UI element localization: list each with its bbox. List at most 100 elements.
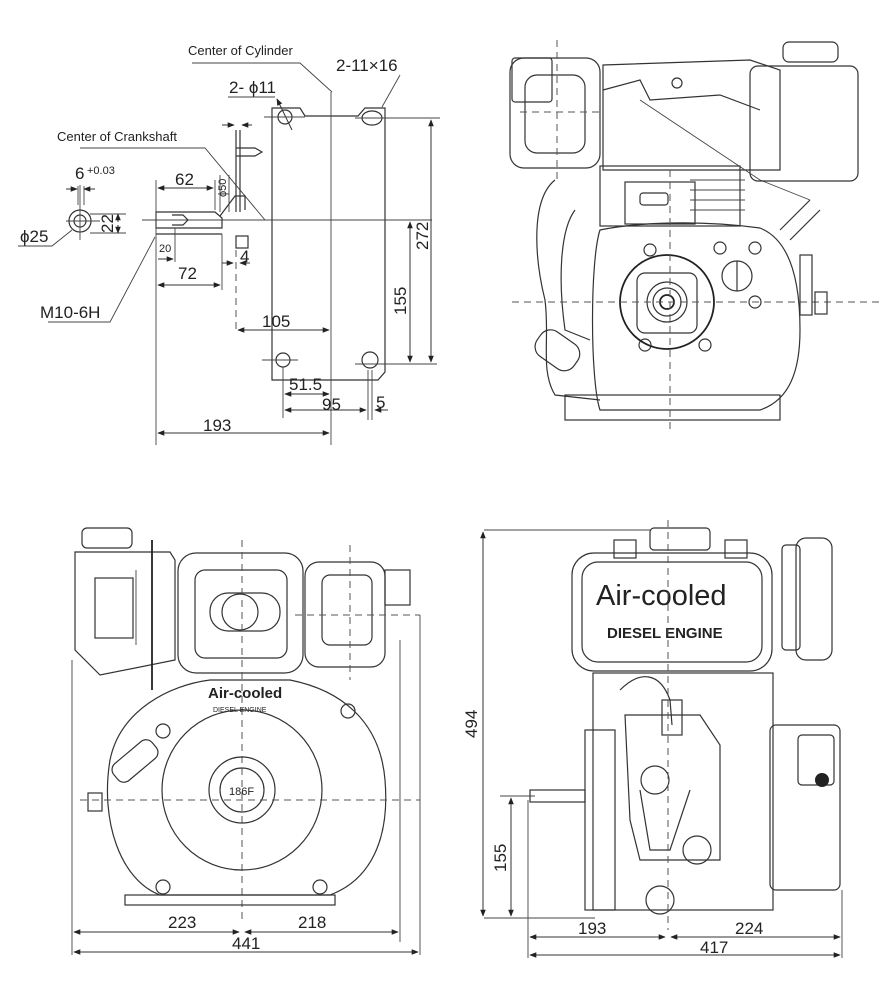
housing-bolt (340, 703, 356, 719)
rear-tank-title: Air-cooled (596, 580, 727, 612)
label-key-tolerance: +0.03 (87, 165, 115, 177)
muffler-outlet (384, 569, 411, 606)
side-fuel-tank (74, 551, 176, 676)
boss (748, 295, 762, 309)
rear-fuel-cap (649, 527, 711, 551)
label-center-of-cylinder: Center of Cylinder (188, 43, 293, 58)
boss (748, 241, 762, 255)
label-center-of-crankshaft: Center of Crankshaft (57, 129, 177, 144)
air-filter-inner (524, 74, 586, 154)
side-base (124, 894, 336, 906)
fuel-gauge-window (94, 577, 134, 639)
mounting-plate (271, 107, 386, 381)
label-shaft-diameter: ϕ25 (20, 227, 48, 246)
label-key-height: 22 (98, 214, 117, 233)
rear-flange (584, 729, 616, 911)
air-filter-housing (509, 57, 601, 169)
recoil-hub-inner (219, 767, 265, 813)
dim-193-top: 193 (203, 416, 231, 435)
dim-4: 4 (240, 247, 249, 266)
muffler-inner (321, 574, 373, 646)
rear-view: Air-cooled DIESEL ENGINE 494 155 193 (462, 520, 843, 958)
dim-218: 218 (298, 913, 326, 932)
tank-tab (613, 539, 637, 559)
head-detail (602, 79, 761, 111)
exhaust-pipe (534, 329, 581, 372)
boss (698, 338, 712, 352)
muffler-bracket (781, 544, 801, 651)
shaft-step (219, 195, 246, 217)
dim-5: 5 (376, 393, 385, 412)
boss (643, 243, 657, 257)
label-key-width: 6 (75, 164, 84, 183)
decompression-lever (671, 77, 683, 89)
flange-boss (235, 235, 249, 249)
keyway (172, 214, 189, 226)
oil-drain (645, 885, 675, 915)
dim-223: 223 (168, 913, 196, 932)
tank-tab (724, 539, 748, 559)
label-round-holes: 2- ϕ11 (229, 78, 276, 97)
dim-224: 224 (735, 919, 763, 938)
dim-72: 72 (178, 264, 197, 283)
crankcase (591, 222, 801, 411)
leader-shaft-dia (18, 229, 73, 247)
dim-105: 105 (262, 312, 290, 331)
dim-193-rear: 193 (578, 919, 606, 938)
crankcase-left (536, 179, 601, 401)
dim-272: 272 (413, 222, 432, 250)
fuel-injector (779, 199, 821, 241)
hub-model: 186F (229, 786, 254, 798)
side-badge-title: Air-cooled (208, 685, 282, 702)
flange-edge (235, 130, 241, 212)
side-fuel-cap (81, 527, 133, 549)
rear-body (592, 672, 774, 911)
dim-95: 95 (322, 395, 341, 414)
side-head (177, 552, 304, 674)
leader-round-holes-arrow (276, 98, 293, 131)
leader-center-crankshaft (80, 147, 266, 221)
rear-switch (797, 734, 835, 786)
rear-blower (769, 724, 841, 891)
dim-20: 20 (159, 243, 171, 255)
side-view: Air-cooled DIESEL ENGINE 186F 223 218 44… (71, 527, 421, 955)
fin-slot (639, 192, 669, 206)
boss (713, 241, 727, 255)
label-thread: M10-6H (40, 303, 100, 322)
dim-494: 494 (462, 710, 481, 738)
side-exhaust-elbow (111, 739, 159, 783)
housing-bolt (312, 879, 328, 895)
fuel-pipe (639, 99, 811, 201)
crankcase-cavity (560, 209, 591, 341)
label-phi50: ϕ50 (217, 179, 229, 197)
dim-51-5: 51.5 (289, 375, 322, 394)
rear-tank-inner (581, 561, 763, 663)
pump-port (640, 765, 670, 795)
side-bolt (87, 792, 103, 812)
fan-cover (161, 709, 323, 871)
fuel-tank (749, 65, 859, 182)
governor-rod (799, 254, 813, 316)
side-bolt (814, 291, 828, 315)
dim-62: 62 (175, 170, 194, 189)
air-filter-cap (511, 57, 553, 103)
front-view (509, 40, 880, 430)
leader-slot-holes (381, 74, 401, 108)
leader-thread (48, 236, 156, 323)
dim-155-top: 155 (391, 287, 410, 315)
rear-muffler (795, 537, 833, 661)
rear-fuel-tank (571, 552, 773, 672)
boss (638, 338, 652, 352)
housing-bolt (155, 723, 171, 739)
drain-plug (682, 835, 712, 865)
rear-tank-subtitle: DIESEL ENGINE (607, 625, 723, 642)
pump-contour (639, 789, 691, 851)
base (564, 394, 781, 421)
housing-bolt (155, 879, 171, 895)
dim-155-rear: 155 (491, 844, 510, 872)
mounting-detail-view: Center of Cylinder 2-11×16 2- ϕ11 Center… (18, 43, 440, 445)
fuel-line (619, 676, 673, 726)
fuel-cap (782, 41, 839, 63)
crank-bearing-plate (636, 272, 698, 334)
